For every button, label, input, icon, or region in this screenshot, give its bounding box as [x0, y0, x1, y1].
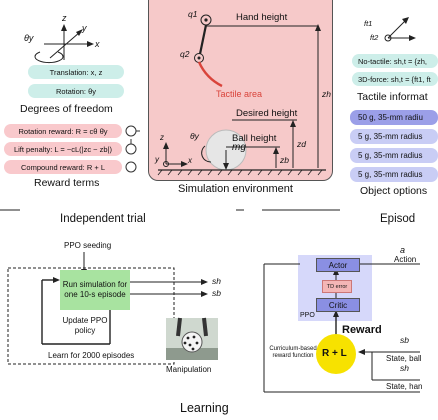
- reward-glyph-icons: [125, 125, 140, 173]
- simulation-title: Simulation environment: [178, 183, 293, 195]
- zb-label: zb: [280, 155, 289, 165]
- episode-title: Episod: [380, 213, 416, 225]
- ft2-label: ft2: [370, 33, 379, 42]
- mg-label: mg: [232, 142, 246, 153]
- independent-trial-title: Independent trial: [60, 213, 146, 225]
- state-hand-label: State, han: [386, 382, 423, 391]
- theta-y-label: θy: [190, 131, 199, 141]
- zd-label: zd: [297, 139, 306, 149]
- ppo-seeding-label: PPO seeding: [64, 241, 112, 250]
- sh-state-symbol: sh: [400, 363, 409, 373]
- sb-output-label: sb: [212, 288, 221, 298]
- actor-box: Actor: [316, 258, 360, 272]
- rotation-pill: Rotation: θy: [28, 84, 124, 98]
- ball-height-label: Ball height: [232, 133, 277, 144]
- sim-y-label: y: [155, 155, 159, 164]
- state-ball-label: State, ball: [386, 354, 422, 363]
- curriculum-label: Curriculum-based reward function: [269, 346, 317, 360]
- tactile-force-icon: [384, 17, 416, 42]
- object-option-2: 5 g, 35-mm radius: [350, 129, 438, 144]
- action-a-label: a: [400, 245, 406, 255]
- force3d-pill: 3D-force: sh,t = {ft1, ft: [352, 72, 438, 86]
- dof-x-label: x: [95, 39, 100, 49]
- q2-label: q2: [180, 49, 190, 59]
- dof-title: Degrees of freedom: [20, 103, 113, 115]
- sb-state-symbol: sb: [400, 335, 409, 345]
- rotation-reward-pill: Rotation reward: R = cθ θ̇y: [4, 124, 122, 138]
- compound-reward-pill: Compound reward: R + L: [4, 160, 122, 174]
- manipulation-label: Manipulation: [166, 365, 212, 374]
- lift-penalty-pill: Lift penalty: L = −cL(|zc − zb|): [4, 142, 122, 156]
- ft1-label: ft1: [364, 19, 373, 28]
- dof-theta-label: θy: [24, 33, 34, 43]
- no-tactile-pill: No-tactile: sh,t = {zh,: [352, 54, 438, 68]
- run-simulation-box: Run simulation for one 10-s episode: [60, 270, 130, 310]
- object-option-1: 50 g, 35-mm radiu: [350, 110, 438, 125]
- ppo-label: PPO: [300, 312, 315, 319]
- q1-label: q1: [188, 9, 198, 19]
- learning-title: Learning: [180, 401, 229, 415]
- sh-output-label: sh: [212, 276, 221, 286]
- td-error-box: TD error: [322, 280, 352, 293]
- zh-label: zh: [322, 89, 331, 99]
- sim-x-label: x: [188, 156, 192, 165]
- reward-label: Reward: [342, 324, 382, 336]
- critic-box: Critic: [316, 298, 360, 312]
- object-options-title: Object options: [360, 185, 428, 197]
- simulation-drawing: [157, 14, 326, 176]
- update-policy-label: Update PPO policy: [62, 316, 108, 335]
- episode-flow: [263, 263, 420, 393]
- object-option-4: 5 g, 35-mm radius: [350, 167, 438, 182]
- learn-episodes-label: Learn for 2000 episodes: [48, 351, 135, 360]
- reward-terms-title: Reward terms: [34, 177, 100, 189]
- dof-y-label: y: [82, 23, 87, 33]
- translation-pill: Translation: x, z: [28, 65, 124, 79]
- desired-height-label: Desired height: [236, 108, 298, 119]
- tactile-area-label: Tactile area: [216, 89, 263, 99]
- sim-z-label: z: [160, 133, 164, 142]
- tactile-title: Tactile informat: [357, 91, 428, 103]
- dof-axes-icon: [34, 24, 94, 64]
- action-label: Action: [394, 255, 417, 264]
- rl-circle-label: R + L: [322, 348, 347, 359]
- learning-frame: [0, 209, 340, 211]
- hand-height-label: Hand height: [236, 12, 288, 23]
- object-option-3: 5 g, 35-mm radius: [350, 148, 438, 163]
- independent-trial-flow: [7, 252, 218, 365]
- dof-z-label: z: [62, 13, 67, 23]
